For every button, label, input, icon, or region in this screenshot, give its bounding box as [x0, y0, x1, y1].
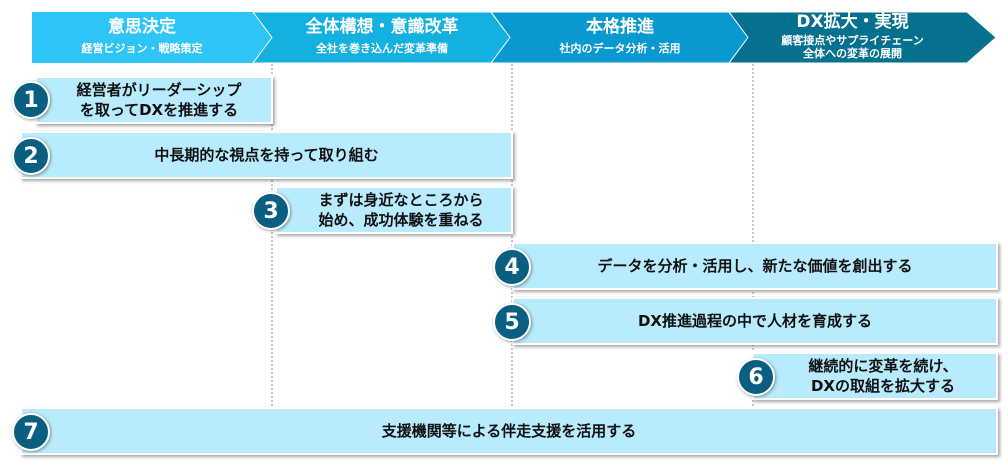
number-badge: 2	[12, 137, 50, 175]
stage-subtitle: 顧客接点やサプライチェーン	[781, 34, 924, 47]
stage-title: DX拡大・実現	[796, 12, 909, 32]
item-text: 継続的に変革を続け、	[808, 357, 958, 375]
item-text: 支援機関等による伴走支援を活用する	[381, 422, 637, 440]
item-text: DXの取組を拡大する	[810, 377, 955, 395]
item-text: DX推進過程の中で人材を育成する	[637, 312, 873, 330]
stage-arrow-shape	[491, 12, 749, 63]
number-badge: 6	[737, 358, 775, 396]
stage-title: 本格推進	[586, 17, 654, 37]
number-badge: 3	[252, 192, 290, 230]
item-bar-5: DX推進過程の中で人材を育成する	[512, 297, 998, 345]
stage-dx-expansion: DX拡大・実現 顧客接点やサプライチェーン 全体への変革の展開	[729, 12, 996, 63]
item-bar-6: 継続的に変革を続け、 DXの取組を拡大する	[752, 352, 998, 400]
stage-title: 全体構想・意識改革	[305, 17, 459, 37]
number-badge: 1	[12, 81, 50, 119]
item-text: 中長期的な視点を持って取り組む	[154, 146, 379, 164]
divider-line	[752, 64, 754, 406]
number-badge: 5	[493, 303, 531, 341]
stage-vision: 全体構想・意識改革 全社を巻き込んだ変革準備	[253, 12, 511, 63]
item-bar-3: まずは身近なところから始め、成功体験を重ねる	[275, 186, 513, 234]
stage-subtitle: 社内のデータ分析・活用	[559, 42, 681, 55]
item-bar-1: 経営者がリーダーシップを取ってDXを推進する	[35, 76, 273, 124]
item-bar-4: データを分析・活用し、新たな価値を創出する	[512, 242, 998, 290]
divider-line	[271, 64, 273, 406]
item-bar-2: 中長期的な視点を持って取り組む	[20, 131, 513, 179]
stage-title: 意思決定	[108, 17, 176, 37]
divider-line	[511, 64, 513, 406]
stage-arrow-shape	[32, 12, 272, 63]
stage-subtitle: 経営ビジョン・戦略策定	[81, 42, 203, 55]
item-text: を取ってDXを推進する	[79, 101, 239, 119]
item-text: データを分析・活用し、新たな価値を創出する	[597, 257, 913, 275]
stage-arrow-shape	[253, 12, 511, 63]
item-text: 経営者がリーダーシップ	[76, 81, 242, 99]
stage-subtitle-2: 全体への変革の展開	[803, 47, 902, 60]
item-bar-7: 支援機関等による伴走支援を活用する	[20, 407, 998, 455]
number-badge: 7	[12, 413, 50, 451]
stage-decision: 意思決定 経営ビジョン・戦略策定	[32, 12, 272, 63]
stage-subtitle: 全社を巻き込んだ変革準備	[316, 42, 448, 55]
stage-full-promotion: 本格推進 社内のデータ分析・活用	[491, 12, 749, 63]
item-text: まずは身近なところから	[318, 191, 484, 209]
stage-arrow-shape	[729, 12, 996, 63]
item-text: 始め、成功体験を重ねる	[318, 211, 484, 229]
number-badge: 4	[493, 248, 531, 286]
